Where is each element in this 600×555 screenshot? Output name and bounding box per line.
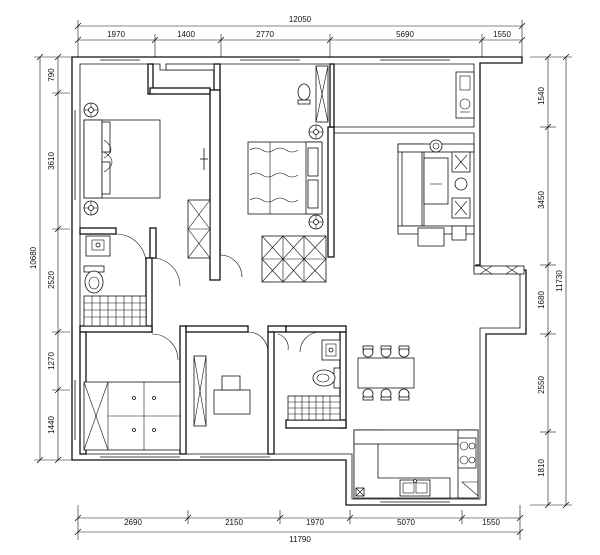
dim-top-4: 5690 (396, 30, 414, 39)
study (193, 355, 251, 427)
top-dimensions: 12050 1970 1400 2770 5690 1550 (74, 15, 526, 60)
stove-icon (457, 437, 477, 469)
left-dimensions: 10680 790 3610 2520 1270 1440 (29, 53, 72, 464)
doors (115, 233, 321, 361)
dim-left-1: 790 (47, 68, 56, 82)
bathroom-1 (83, 235, 147, 327)
dim-bottom-2: 2150 (225, 518, 243, 527)
tv-cabinet (473, 265, 525, 275)
kitchen (353, 429, 479, 499)
armchair-icon (451, 197, 471, 219)
shower-grid (288, 396, 340, 420)
bedroom-3 (83, 381, 181, 451)
dim-right-1: 1540 (537, 87, 546, 105)
shower-tray (83, 295, 147, 327)
bathroom-2 (287, 339, 341, 421)
chair (221, 375, 241, 391)
dim-top-1: 1970 (107, 30, 125, 39)
dim-bottom-total: 11790 (289, 535, 311, 544)
dining-chair-icon (380, 345, 392, 358)
dim-left-5: 1440 (47, 416, 56, 434)
dim-left-2: 3610 (47, 152, 56, 170)
dim-bottom-4: 5070 (397, 518, 415, 527)
interior-walls (79, 63, 347, 455)
sink-icon (399, 479, 431, 497)
dining-area (357, 345, 415, 401)
dining-chair-icon (398, 388, 410, 401)
side-table (417, 227, 445, 247)
dim-left-3: 2520 (47, 271, 56, 289)
balcony (455, 71, 475, 119)
dim-top-total: 12050 (289, 15, 312, 24)
dim-bottom-5: 1550 (482, 518, 500, 527)
toilet-icon (312, 367, 341, 389)
desk (213, 389, 251, 415)
dim-right-total: 11730 (555, 270, 564, 292)
bottom-dimensions: 2690 2150 1970 5070 1550 11790 (74, 505, 524, 544)
shower-grid (84, 296, 146, 326)
dim-right-2: 3450 (537, 191, 546, 209)
right-dimensions: 1540 3450 1680 2550 1810 11730 (530, 53, 572, 509)
armchair-icon (451, 151, 471, 173)
dim-left-total: 10680 (29, 246, 38, 269)
dining-chair-icon (362, 345, 374, 358)
dim-top-5: 1550 (493, 30, 511, 39)
living-room (397, 139, 525, 275)
bedside-lamp-icon (83, 102, 99, 118)
dim-right-3: 1680 (537, 291, 546, 309)
dim-bottom-1: 2690 (124, 518, 142, 527)
dining-chair-icon (362, 388, 374, 401)
coffee-table (423, 157, 449, 205)
dim-right-5: 1810 (537, 459, 546, 477)
bedroom-2 (165, 63, 329, 283)
dining-chair-icon (398, 345, 410, 358)
dining-table (357, 357, 415, 389)
dim-top-3: 2770 (256, 30, 274, 39)
dim-top-2: 1400 (177, 30, 195, 39)
dim-left-4: 1270 (47, 352, 56, 370)
washing-machine (455, 71, 475, 119)
bedside-lamp-icon (308, 124, 324, 140)
dim-right-4: 2550 (537, 376, 546, 394)
toilet-icon (83, 265, 105, 294)
dining-chair-icon (380, 388, 392, 401)
bedside-lamp-icon (308, 214, 324, 230)
bedroom-1 (83, 102, 211, 259)
toilet-icon (297, 83, 311, 105)
dim-bottom-3: 1970 (306, 518, 324, 527)
bedside-lamp-icon (83, 200, 99, 216)
